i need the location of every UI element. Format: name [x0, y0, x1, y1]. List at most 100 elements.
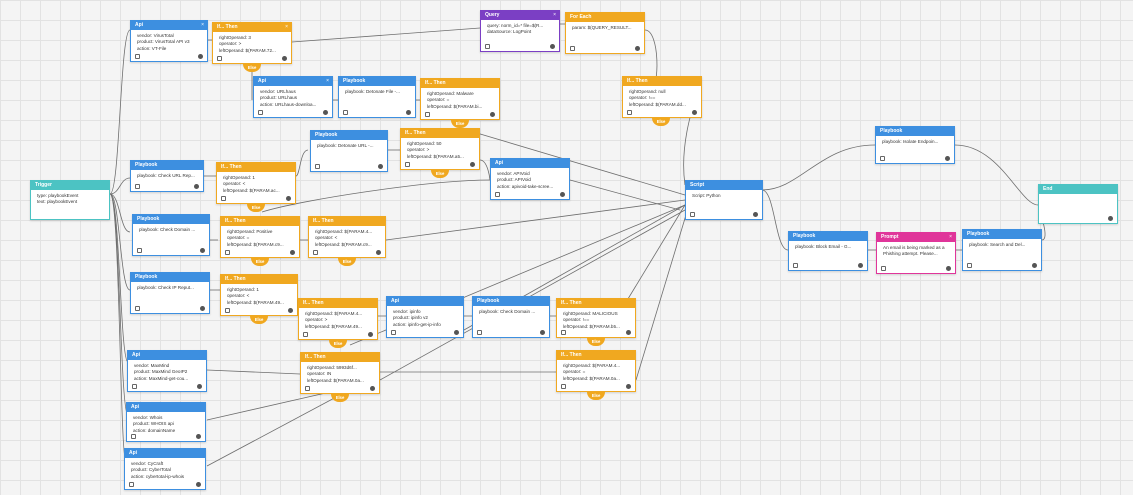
connector-icon[interactable] [945, 156, 950, 161]
end-node[interactable]: End [1038, 184, 1118, 224]
api-node-apivoid[interactable]: Api vendor: APIVoid product: APIVoid act… [490, 158, 570, 200]
close-icon[interactable]: × [326, 78, 329, 84]
else-branch-badge[interactable]: Else [451, 120, 469, 128]
connector-icon[interactable] [200, 306, 205, 311]
copy-icon[interactable] [967, 263, 972, 268]
else-branch-badge[interactable]: Else [587, 338, 605, 346]
connector-icon[interactable] [753, 212, 758, 217]
copy-icon[interactable] [137, 248, 142, 253]
condition-node-malicious[interactable]: If... Then rightOperand: MALICIOUS opera… [556, 298, 636, 338]
prompt-node[interactable]: Prompt× An email is being marked as a Ph… [876, 232, 956, 274]
condition-node-param4c[interactable]: If... Then rightOperand: $(PARAM.4... op… [556, 350, 636, 392]
else-branch-badge[interactable]: Else [243, 64, 261, 72]
copy-icon[interactable] [135, 54, 140, 59]
copy-icon[interactable] [135, 184, 140, 189]
copy-icon[interactable] [793, 263, 798, 268]
copy-icon[interactable] [561, 384, 566, 389]
connector-icon[interactable] [323, 110, 328, 115]
connector-icon[interactable] [200, 248, 205, 253]
copy-icon[interactable] [627, 110, 632, 115]
copy-icon[interactable] [221, 196, 226, 201]
condition-node-malware[interactable]: If... Then rightOperand: Malware operato… [420, 78, 500, 120]
else-branch-badge[interactable]: Else [587, 392, 605, 400]
else-branch-badge[interactable]: Else [247, 204, 265, 212]
condition-node-null[interactable]: If... Then rightOperand: null operator: … [622, 76, 702, 118]
condition-node-in[interactable]: If... Then rightOperand: 5993d6f... oper… [300, 352, 380, 394]
api-node-ipinfo[interactable]: Api vendor: ipinfo product: ipinfo v2 ac… [386, 296, 464, 338]
copy-icon[interactable] [690, 212, 695, 217]
else-branch-badge[interactable]: Else [251, 258, 269, 266]
else-branch-badge[interactable]: Else [431, 170, 449, 178]
connector-icon[interactable] [540, 330, 545, 335]
copy-icon[interactable] [495, 192, 500, 197]
connector-icon[interactable] [290, 250, 295, 255]
connector-icon[interactable] [368, 332, 373, 337]
copy-icon[interactable] [225, 308, 230, 313]
connector-icon[interactable] [1032, 263, 1037, 268]
connector-icon[interactable] [197, 384, 202, 389]
connector-icon[interactable] [626, 330, 631, 335]
trigger-node[interactable]: Trigger type: playbookEvent text: playbo… [30, 180, 110, 220]
api-node-virustotal[interactable]: Api× vendor: VirusTotal product: VirusTo… [130, 20, 208, 62]
copy-icon[interactable] [303, 332, 308, 337]
else-branch-badge[interactable]: Else [338, 258, 356, 266]
playbook-node-isolate-endpoint[interactable]: Playbook playbook: Isolate Endpoin... [875, 126, 955, 164]
connector-icon[interactable] [370, 386, 375, 391]
connector-icon[interactable] [1108, 216, 1113, 221]
api-node-maxmind[interactable]: Api vendor: MaxMind product: MaxMind Geo… [127, 350, 207, 392]
connector-icon[interactable] [692, 110, 697, 115]
else-branch-badge[interactable]: Else [329, 340, 347, 348]
connector-icon[interactable] [194, 184, 199, 189]
connector-icon[interactable] [288, 308, 293, 313]
copy-icon[interactable] [217, 56, 222, 61]
copy-icon[interactable] [425, 112, 430, 117]
connector-icon[interactable] [858, 263, 863, 268]
connector-icon[interactable] [635, 46, 640, 51]
copy-icon[interactable] [135, 306, 140, 311]
copy-icon[interactable] [570, 46, 575, 51]
connector-icon[interactable] [376, 250, 381, 255]
condition-node-1a[interactable]: If... Then rightOperand: 1 operator: < l… [216, 162, 296, 204]
playbook-node-detonate-file[interactable]: Playbook playbook: Detonate File -... [338, 76, 416, 118]
playbook-node-check-ip[interactable]: Playbook playbook: Check IP Reput... [130, 272, 210, 314]
connector-icon[interactable] [470, 162, 475, 167]
connector-icon[interactable] [196, 482, 201, 487]
copy-icon[interactable] [258, 110, 263, 115]
condition-node-1b[interactable]: If... Then rightOperand: 1 operator: < l… [220, 274, 298, 316]
copy-icon[interactable] [477, 330, 482, 335]
else-branch-badge[interactable]: Else [250, 316, 268, 324]
copy-icon[interactable] [315, 164, 320, 169]
connector-icon[interactable] [198, 54, 203, 59]
connector-icon[interactable] [378, 164, 383, 169]
connector-icon[interactable] [550, 44, 555, 49]
connector-icon[interactable] [282, 56, 287, 61]
condition-node-50[interactable]: If... Then rightOperand: 50 operator: > … [400, 128, 480, 170]
copy-icon[interactable] [225, 250, 230, 255]
playbook-node-search-delete[interactable]: Playbook playbook: Search and Del... [962, 229, 1042, 271]
copy-icon[interactable] [131, 434, 136, 439]
copy-icon[interactable] [485, 44, 490, 49]
playbook-node-check-domain-1[interactable]: Playbook playbook: Check Domain ... [132, 214, 210, 256]
condition-node-positive[interactable]: If... Then rightOperand: Positive operat… [220, 216, 300, 258]
condition-node-vt[interactable]: If... Then× rightOperand: 3 operator: > … [212, 22, 292, 64]
copy-icon[interactable] [405, 162, 410, 167]
for-each-node[interactable]: For Each param: $(QUERY_RESULT... [565, 12, 645, 54]
close-icon[interactable]: × [201, 22, 204, 28]
copy-icon[interactable] [129, 482, 134, 487]
copy-icon[interactable] [343, 110, 348, 115]
copy-icon[interactable] [305, 386, 310, 391]
connector-icon[interactable] [454, 330, 459, 335]
connector-icon[interactable] [946, 266, 951, 271]
close-icon[interactable]: × [553, 12, 556, 18]
playbook-node-check-url[interactable]: Playbook playbook: Check URL Rep... [130, 160, 204, 192]
connector-icon[interactable] [406, 110, 411, 115]
else-branch-badge[interactable]: Else [652, 118, 670, 126]
copy-icon[interactable] [561, 330, 566, 335]
copy-icon[interactable] [313, 250, 318, 255]
condition-node-param4[interactable]: If... Then rightOperand: $(PARAM.4... op… [308, 216, 386, 258]
api-node-whois[interactable]: Api vendor: Whois product: WHOIS api act… [126, 402, 206, 442]
api-node-cycraft[interactable]: Api vendor: CyCraft product: CyberTotal … [124, 448, 206, 490]
close-icon[interactable]: × [285, 24, 288, 30]
copy-icon[interactable] [881, 266, 886, 271]
query-node[interactable]: Query× query: norm_id=* file=$(R... data… [480, 10, 560, 52]
